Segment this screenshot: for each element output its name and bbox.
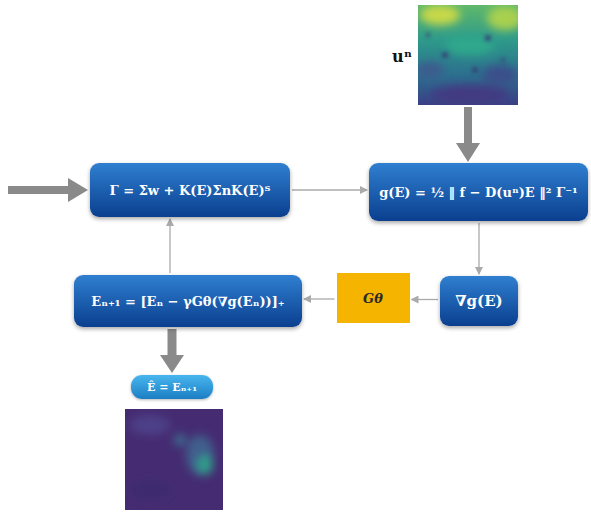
node-text: Γ = Σw + K(E)ΣnK(E)ᵀ [109, 183, 270, 198]
node-text: Gθ [363, 291, 383, 306]
node-text: Eₙ₊₁ = [Eₙ − γGθ(∇g(Eₙ))]₊ [91, 294, 284, 309]
network-box: Gθ [337, 273, 410, 323]
process-box: g(E) = ½ ‖ f − D(uⁿ)E ‖² Γ⁻¹ [369, 163, 588, 221]
output-image [125, 409, 223, 510]
arrow-head [160, 355, 184, 373]
image-label: uⁿ [392, 47, 412, 66]
connector-arrow [169, 219, 170, 273]
thick-arrow [168, 329, 177, 357]
output-pill: Ê = Eₙ₊₁ [131, 375, 213, 399]
connector-arrow [478, 223, 479, 274]
connector-arrow [304, 298, 335, 299]
connector-arrow [412, 299, 439, 300]
process-box: ∇g(E) [440, 276, 518, 326]
process-box: Γ = Σw + K(E)ΣnK(E)ᵀ [90, 163, 290, 217]
node-text: Ê = Eₙ₊₁ [147, 381, 197, 394]
node-text: ∇g(E) [455, 292, 502, 310]
connector-arrow [292, 189, 367, 190]
process-box: Eₙ₊₁ = [Eₙ − γGθ(∇g(Eₙ))]₊ [74, 275, 302, 327]
input-image [418, 5, 518, 105]
node-text: g(E) = ½ ‖ f − D(uⁿ)E ‖² Γ⁻¹ [379, 185, 578, 200]
